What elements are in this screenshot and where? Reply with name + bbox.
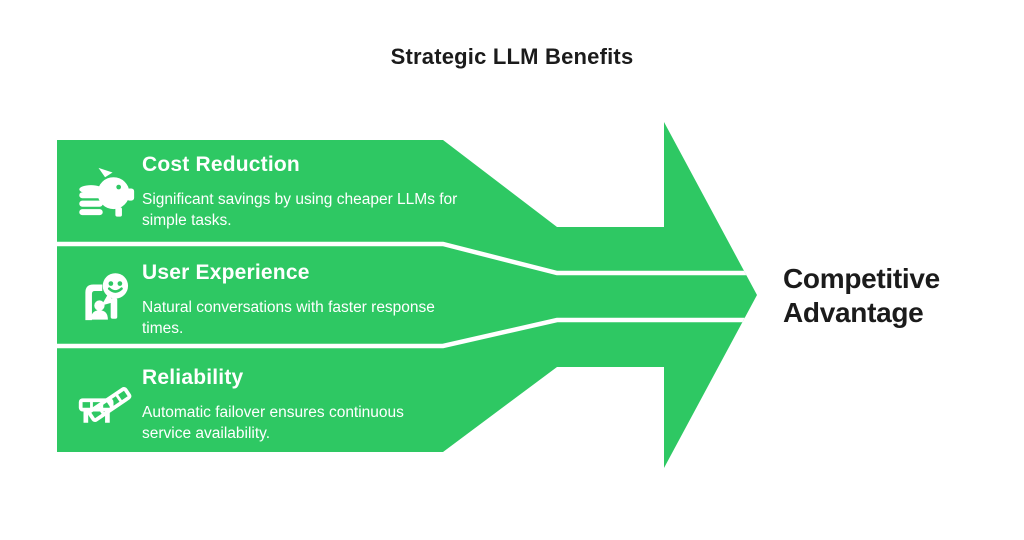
band-separator-bottom [57, 317, 757, 349]
benefit-item-reliability: Reliability Automatic failover ensures c… [142, 365, 442, 444]
benefit-item-cost-reduction: Cost Reduction Significant savings by us… [142, 152, 482, 231]
outcome-label: Competitive Advantage [783, 263, 940, 328]
benefit-heading: User Experience [142, 261, 310, 284]
band-separator-top [57, 241, 757, 276]
piggy-bank-coins-icon [76, 164, 136, 226]
user-chat-smiley-icon [76, 268, 136, 330]
benefit-description: Significant savings by using cheaper LLM… [142, 191, 458, 229]
diagram-title: Strategic LLM Benefits [390, 44, 634, 69]
benefit-item-user-experience: User Experience Natural conversations wi… [142, 260, 472, 339]
benefit-heading: Cost Reduction [142, 153, 300, 176]
benefit-description: Natural conversations with faster respon… [142, 299, 435, 337]
arrow-body-shape [57, 122, 757, 468]
crossed-barriers-icon [76, 372, 136, 434]
benefit-description: Automatic failover ensures continuous se… [142, 404, 404, 442]
benefit-heading: Reliability [142, 366, 244, 389]
